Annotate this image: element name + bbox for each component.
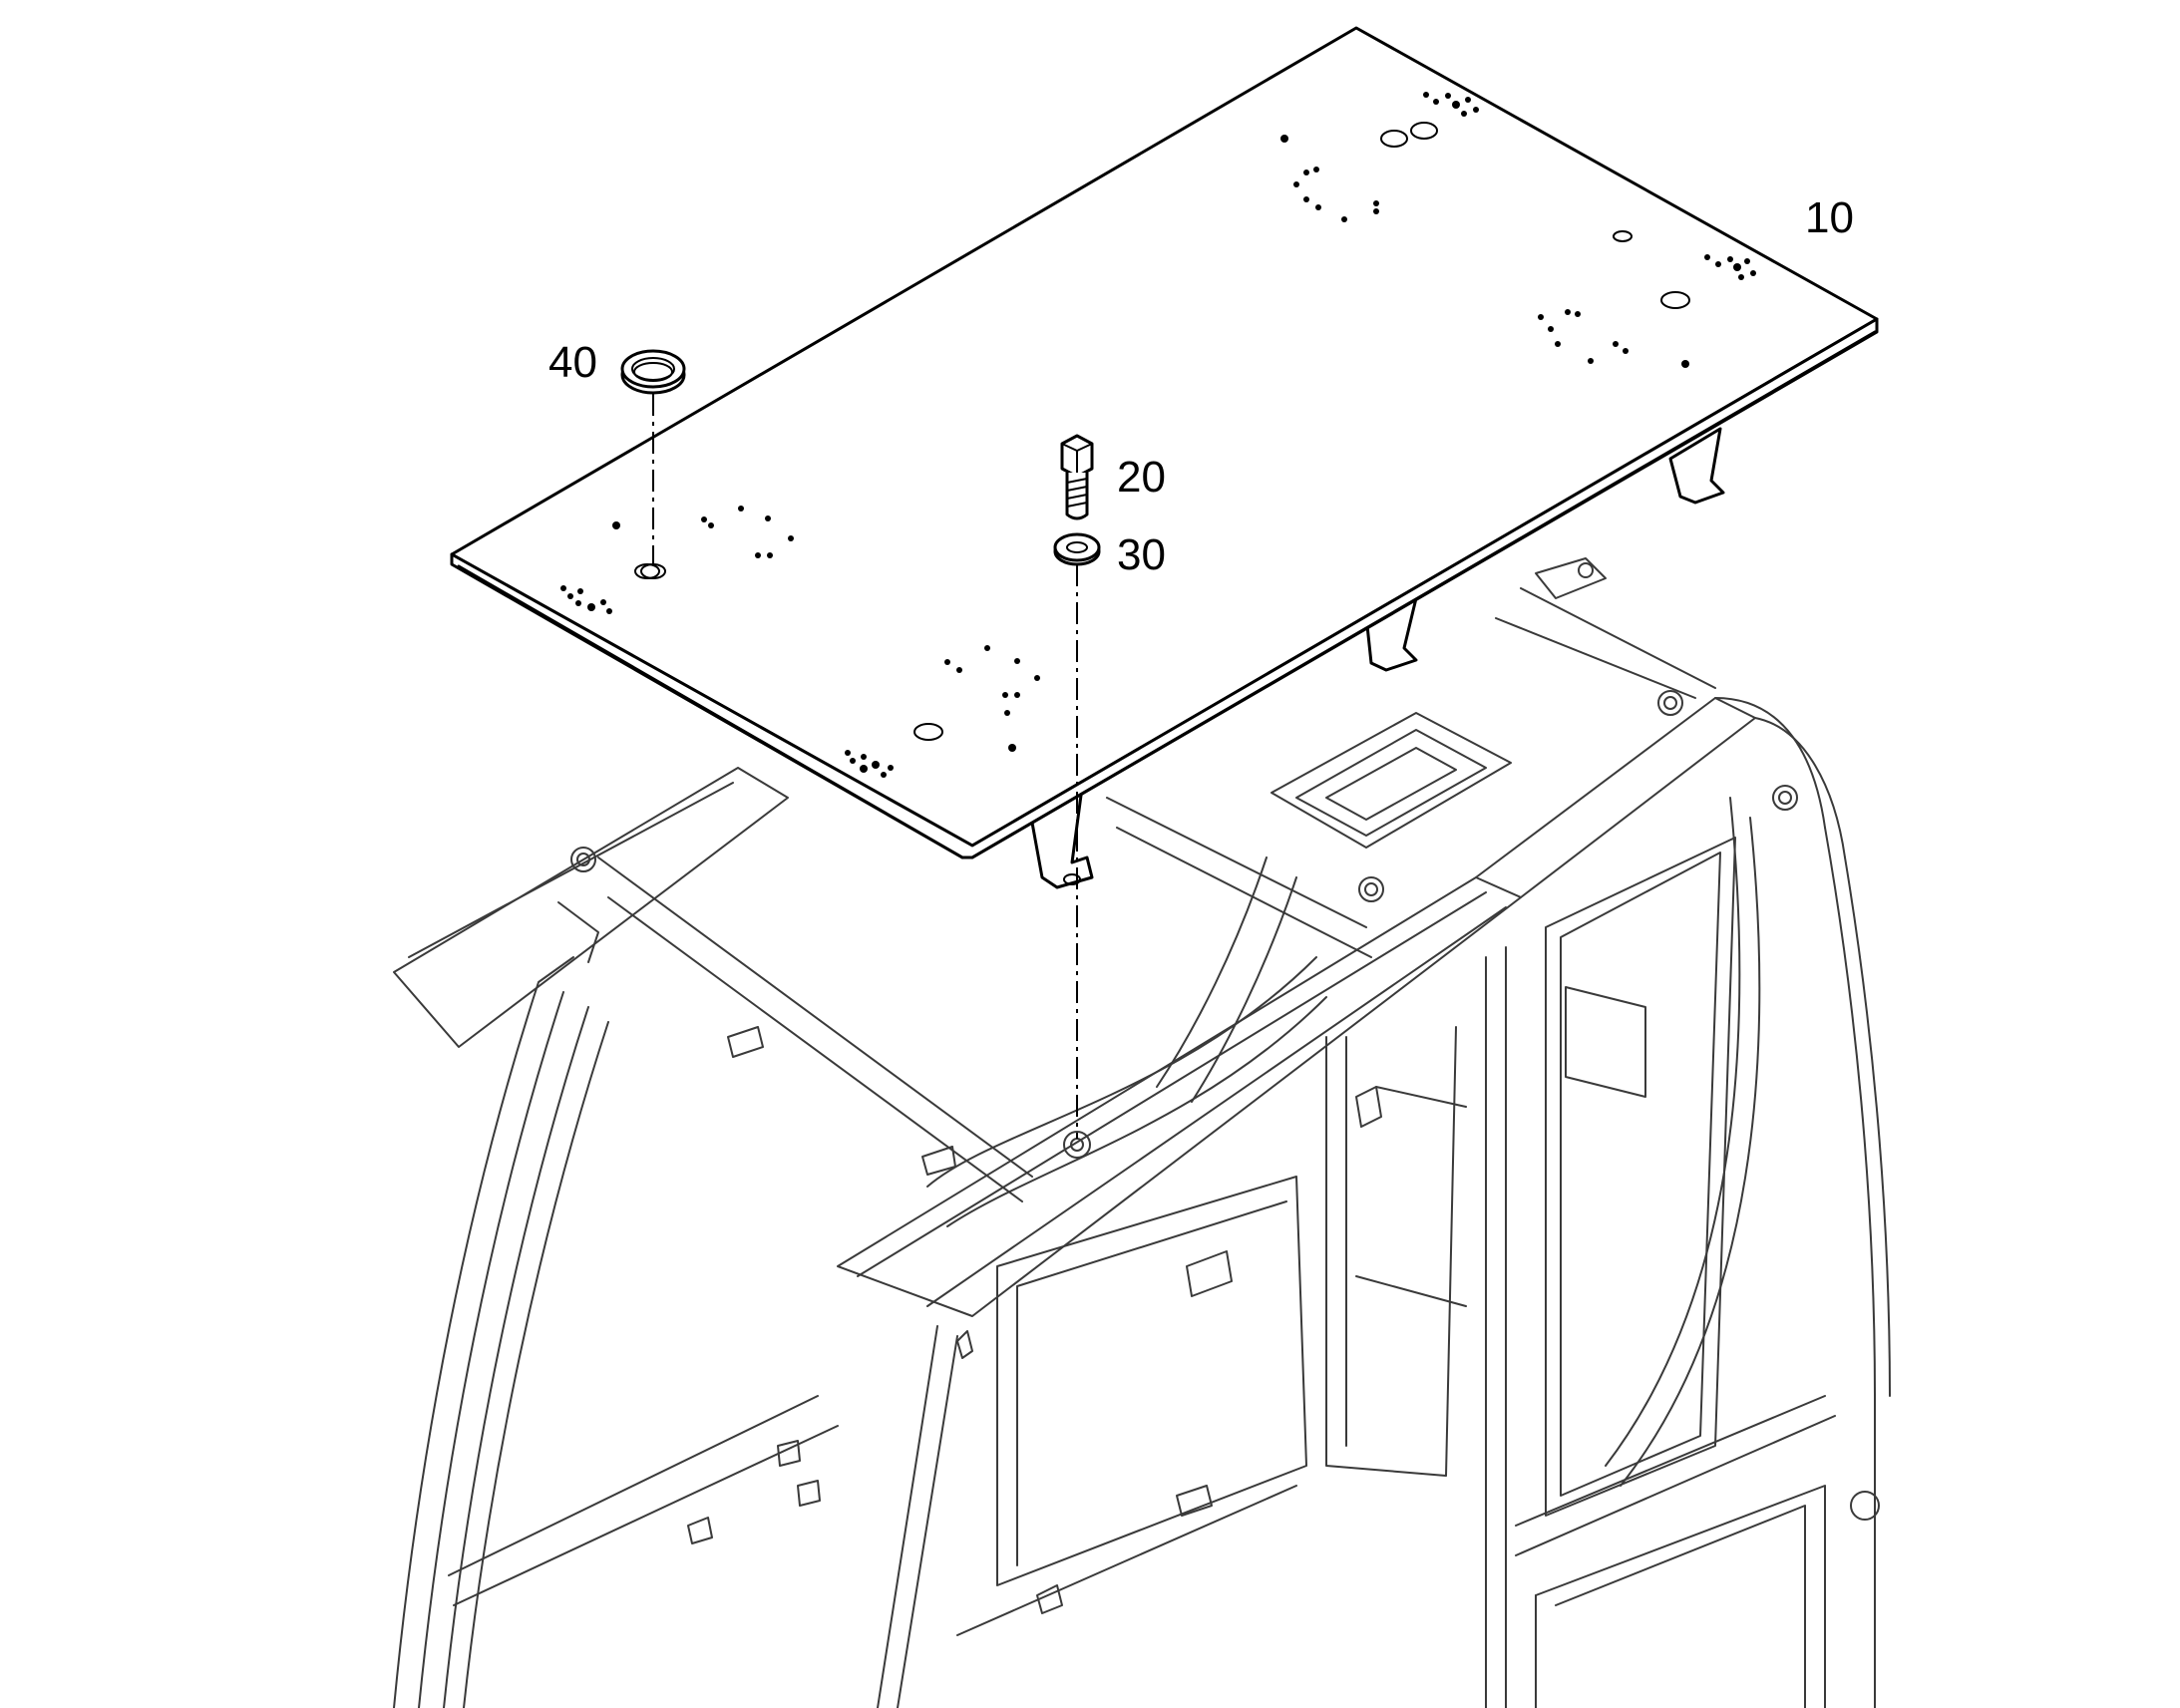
roof-panel [450,26,1879,889]
grommet-part [620,349,686,395]
washer-part [1053,532,1101,566]
callout-grommet: 40 [548,338,597,387]
cab-frame [393,557,1891,1708]
callout-washer: 30 [1117,530,1166,579]
callout-bolt: 20 [1117,453,1166,502]
callout-roof-panel: 10 [1805,193,1854,242]
mounting-holes [560,92,1756,778]
bolt-part [1060,434,1094,520]
